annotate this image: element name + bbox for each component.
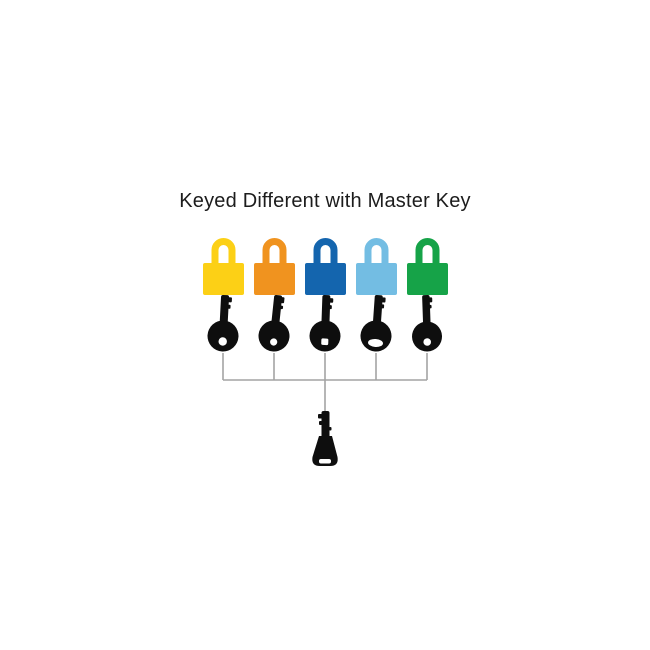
padlock-yellow-icon xyxy=(202,238,244,295)
key-shape xyxy=(412,294,443,352)
padlock-shackle xyxy=(364,238,388,268)
padlock-light-blue-icon xyxy=(355,238,397,295)
padlock-green-icon xyxy=(406,238,448,295)
key-shape xyxy=(207,294,239,352)
connector-lines xyxy=(222,353,428,413)
key-hole xyxy=(368,338,383,348)
key-shape xyxy=(258,295,290,352)
diagram-title: Keyed Different with Master Key xyxy=(179,190,471,212)
padlock-shackle xyxy=(415,238,439,268)
padlock-shackle xyxy=(313,238,337,268)
padlock-shackle xyxy=(262,238,286,268)
padlock-body xyxy=(355,263,397,295)
connector-group xyxy=(222,353,428,413)
padlock-body xyxy=(406,263,448,295)
padlock-body xyxy=(253,263,295,295)
padlock-body xyxy=(202,263,244,295)
key-5-icon xyxy=(412,294,443,352)
padlocks-row xyxy=(0,238,650,295)
key-hole xyxy=(321,338,329,346)
key-4-icon xyxy=(360,294,392,352)
keys-row xyxy=(0,294,650,352)
key-2-icon xyxy=(258,295,290,352)
key-3-icon xyxy=(309,294,341,352)
key-1-icon xyxy=(207,294,239,352)
padlock-body xyxy=(304,263,346,295)
padlock-dark-blue-icon xyxy=(304,238,346,295)
master-key-icon xyxy=(312,411,338,466)
key-shape xyxy=(309,294,341,352)
key-hole xyxy=(218,337,227,346)
master-key-shape xyxy=(312,411,338,466)
padlock-shackle xyxy=(211,238,235,268)
padlock-orange-icon xyxy=(253,238,295,295)
key-shape xyxy=(360,294,392,352)
key-hole xyxy=(423,338,432,346)
key-hole xyxy=(270,338,278,346)
master-key-hole xyxy=(319,459,331,464)
